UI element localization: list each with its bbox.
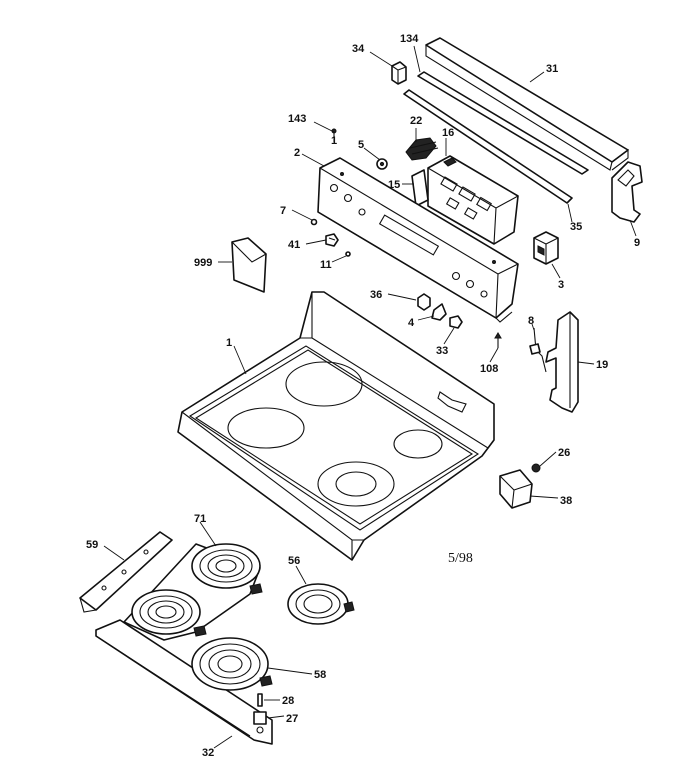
callout-label: 36 xyxy=(370,289,382,301)
part-58-element xyxy=(191,637,273,691)
part-33-knob xyxy=(449,315,463,329)
part-26-nut xyxy=(531,463,541,473)
callout-label: 59 xyxy=(86,539,98,551)
part-59-bracket-rail xyxy=(79,531,173,613)
callout-label: 31 xyxy=(546,63,558,75)
callout-label: 1 xyxy=(226,337,232,349)
part-71-element-frame xyxy=(123,543,263,641)
part-134-gasket xyxy=(417,71,589,175)
callout-label: 71 xyxy=(194,513,206,525)
part-2-control-panel xyxy=(317,157,519,323)
part-32-bottom-tray xyxy=(95,619,273,745)
callout-label: 22 xyxy=(410,115,422,127)
part-4-bracket xyxy=(431,303,447,321)
part-41-knob xyxy=(325,233,339,247)
part-15-overlay xyxy=(411,169,429,207)
callout-label: 3 xyxy=(558,279,564,291)
date-code: 5/98 xyxy=(448,551,473,566)
part-34-clip xyxy=(391,61,407,85)
part-22-wire-harness xyxy=(405,137,439,161)
callout-label: 58 xyxy=(314,669,326,681)
callout-label: 8 xyxy=(528,315,534,327)
part-11-screw xyxy=(345,251,351,257)
callout-label: 11 xyxy=(320,259,332,271)
callout-label: 38 xyxy=(560,495,572,507)
callout-label: 7 xyxy=(280,205,286,217)
callout-label: 999 xyxy=(194,257,212,269)
callout-label: 9 xyxy=(634,237,640,249)
part-56-element xyxy=(287,583,355,625)
callout-label: 35 xyxy=(570,221,582,233)
part-16-electronic-control xyxy=(427,155,519,245)
callout-label: 5 xyxy=(358,139,364,151)
part-28-screw xyxy=(257,693,263,707)
callout-label: 134 xyxy=(400,33,419,45)
part-7-screw xyxy=(310,218,318,226)
callout-label: 33 xyxy=(436,345,448,357)
part-108-screw xyxy=(494,332,502,348)
callout-label: 15 xyxy=(388,179,400,191)
part-36-knob xyxy=(417,293,431,311)
part-27-clip xyxy=(253,711,267,725)
callout-label: 143 xyxy=(288,113,306,125)
callout-labels: 34 134 31 143 1 22 16 5 2 15 7 35 9 41 9… xyxy=(86,33,640,759)
part-999-literature xyxy=(231,237,267,293)
callout-label: 16 xyxy=(442,127,454,139)
callout-label: 32 xyxy=(202,747,214,759)
part-9-end-cap xyxy=(611,161,643,223)
callout-label: 26 xyxy=(558,447,570,459)
part-31-top-trim xyxy=(425,37,629,171)
part-1-cooktop xyxy=(177,291,495,561)
callout-label: 27 xyxy=(286,713,298,725)
callout-label: 41 xyxy=(288,239,300,251)
part-5-clip xyxy=(376,158,388,170)
callout-label: 34 xyxy=(352,43,365,55)
part-38-bracket xyxy=(499,469,533,509)
callout-label: 2 xyxy=(294,147,300,159)
callout-label: 28 xyxy=(282,695,294,707)
part-35-strip xyxy=(403,89,573,204)
callout-label: 19 xyxy=(596,359,608,371)
part-3-connector xyxy=(533,231,559,265)
callout-label: 4 xyxy=(408,317,415,329)
callout-label: 56 xyxy=(288,555,300,567)
callout-label: 108 xyxy=(480,363,498,375)
part-19-side-trim xyxy=(545,311,579,413)
leader-lines xyxy=(103,45,637,749)
callout-label: 1 xyxy=(331,135,337,147)
part-8-wire xyxy=(529,327,547,373)
